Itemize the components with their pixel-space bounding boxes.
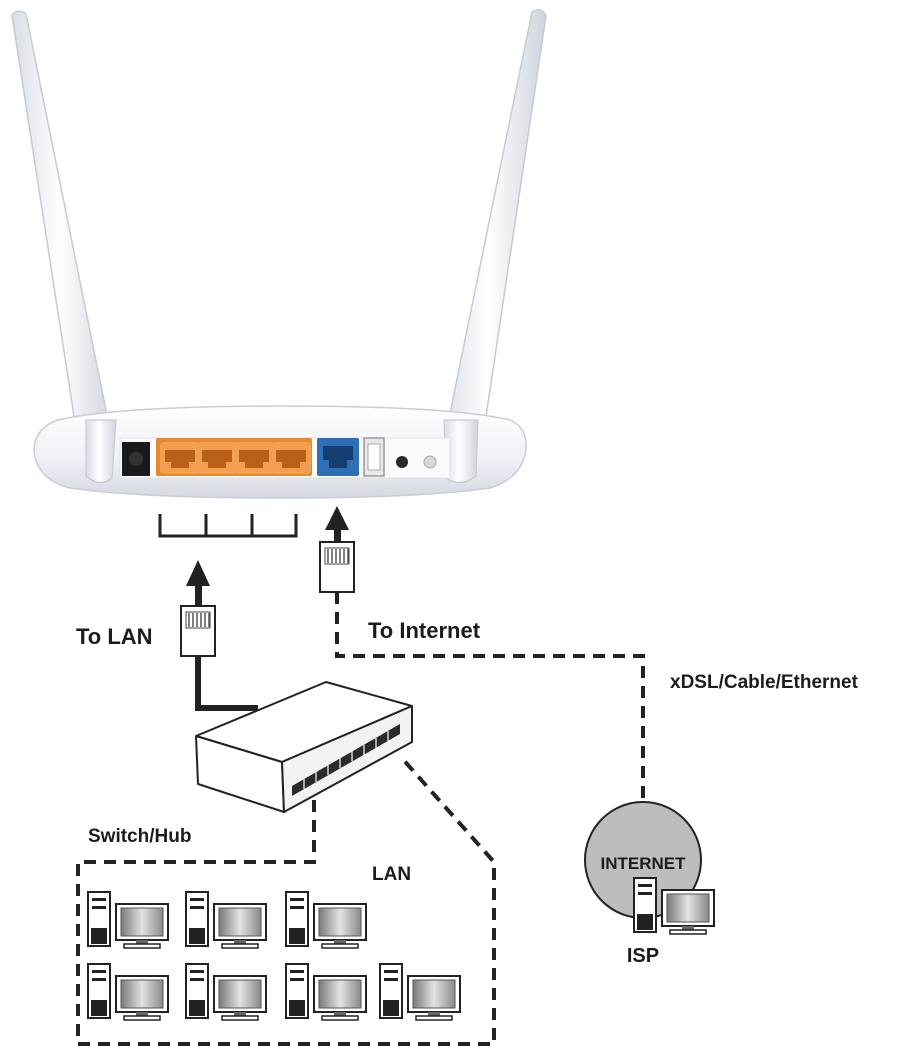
internet-globe: [584, 801, 715, 935]
wan-arrow: [325, 506, 349, 542]
lan-computer: [285, 891, 367, 949]
switch-hub: [195, 681, 413, 813]
connection-types-label: xDSL/Cable/Ethernet: [670, 672, 859, 693]
reset-button: [396, 456, 408, 468]
lan-port-bracket: [158, 514, 298, 538]
lan-arrow: [186, 560, 210, 606]
lan-computers: [87, 891, 461, 1021]
lan-port-4: [271, 442, 311, 474]
switch-hub-label: Switch/Hub: [88, 826, 191, 847]
router: [11, 9, 547, 499]
lan-computer: [285, 963, 367, 1021]
lan-computer: [87, 963, 169, 1021]
wan-plug: [319, 541, 355, 593]
lan-computer: [379, 963, 461, 1021]
lan-plug: [180, 605, 216, 657]
isp-label: ISP: [627, 945, 659, 967]
right-antenna: [439, 9, 547, 471]
wps-button: [423, 455, 437, 469]
to-lan-label: To LAN: [76, 624, 153, 649]
lan-computer: [185, 891, 267, 949]
internet-cloud-label: INTERNET: [601, 854, 687, 873]
lan-computer: [87, 891, 169, 949]
lan-port-3: [234, 442, 274, 474]
switch-lan-link: [76, 754, 496, 1046]
to-internet-label: To Internet: [368, 618, 481, 643]
lan-cable: [195, 656, 258, 711]
lan-label: LAN: [372, 864, 411, 885]
lan-port-1: [160, 442, 200, 474]
left-antenna: [11, 10, 117, 469]
wan-cable: [335, 592, 645, 808]
lan-port-2: [197, 442, 237, 474]
lan-computer: [185, 963, 267, 1021]
